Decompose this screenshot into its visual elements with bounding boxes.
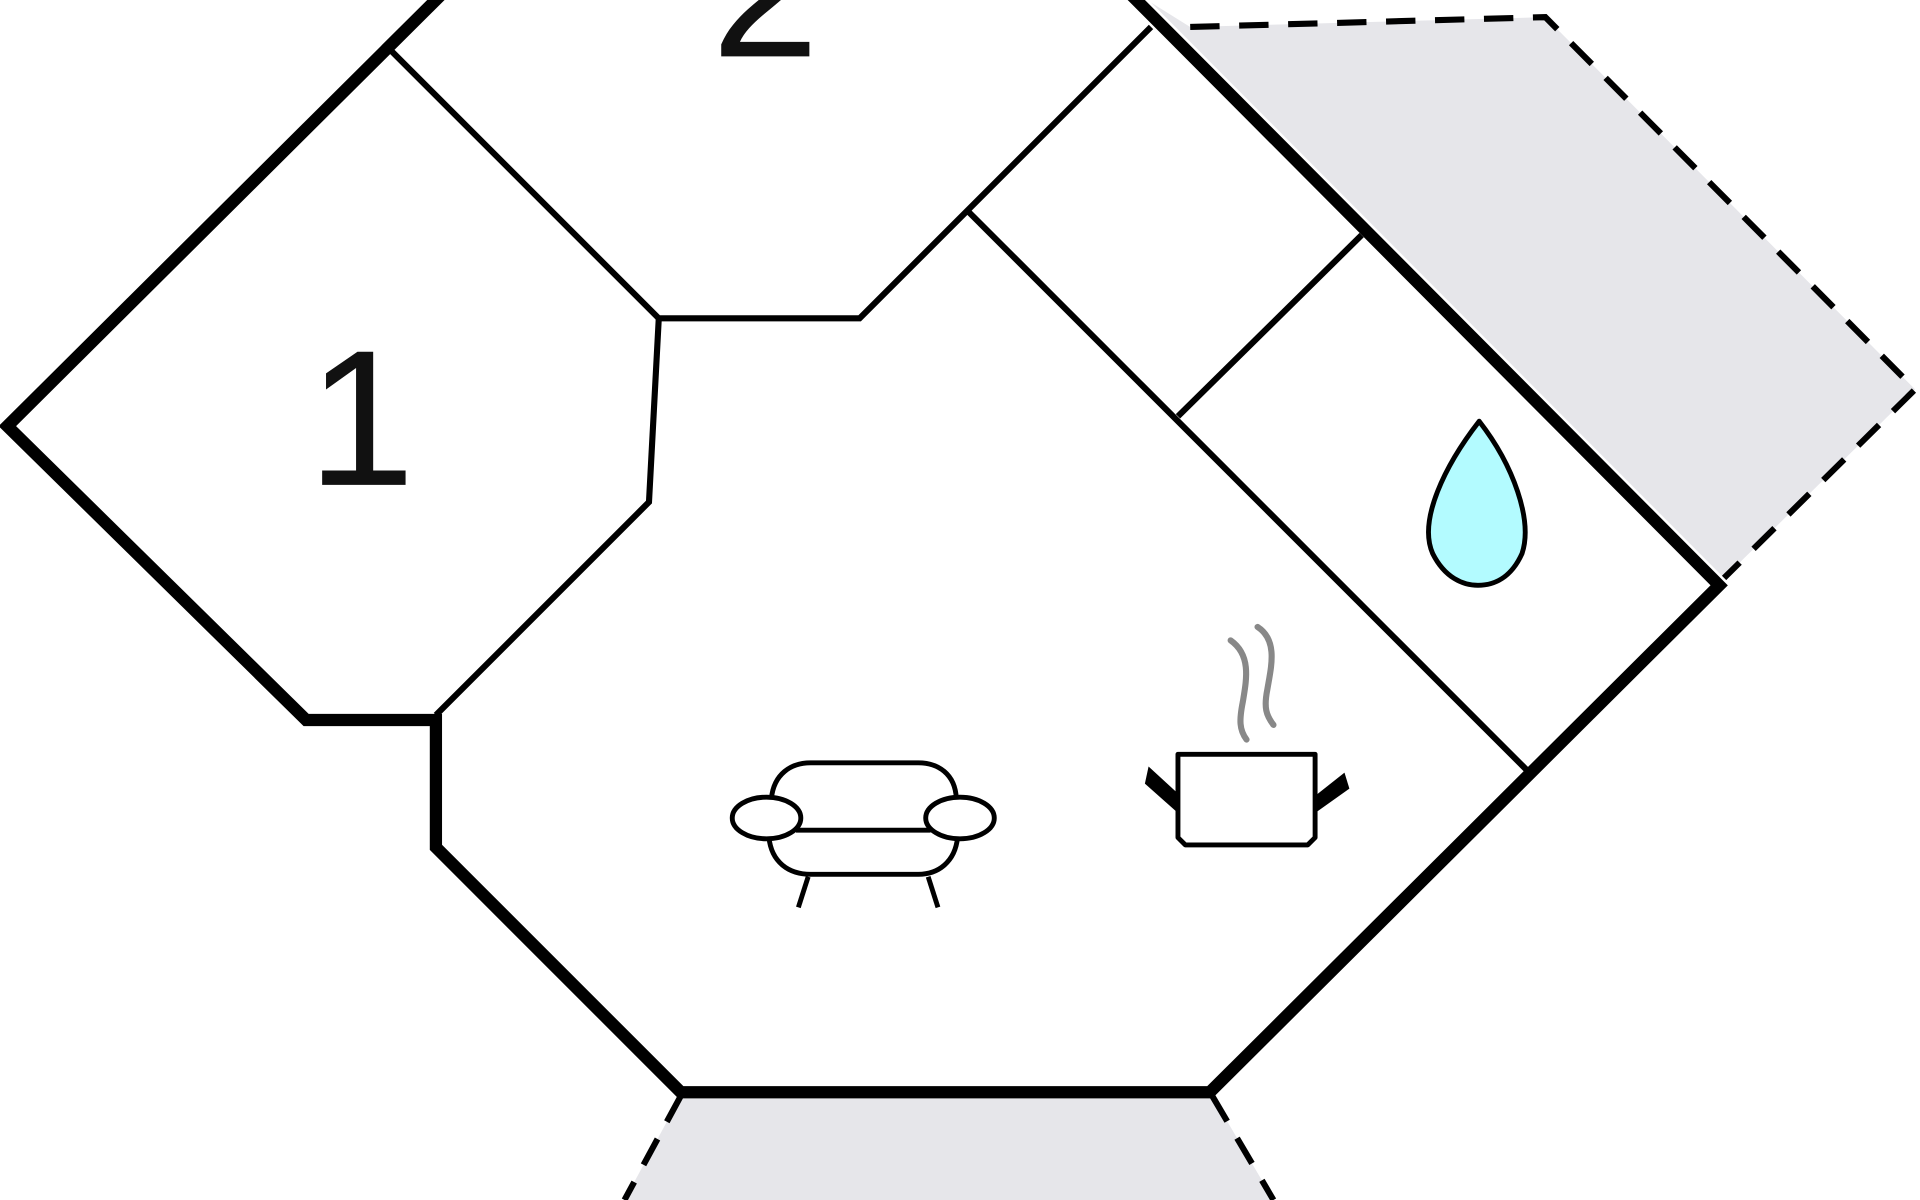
- water-drop-icon: [1426, 418, 1528, 588]
- sofa-icon: [729, 760, 997, 909]
- exterior-walls: [0, 0, 1728, 1099]
- room-1-label: 1: [307, 310, 415, 526]
- interior-walls: [389, 24, 1531, 774]
- terrace-bottom: [621, 1094, 1277, 1200]
- terrace-top-right: [1151, 2, 1920, 581]
- room-2-label: 2: [712, 0, 820, 97]
- cooking-pot-icon: [1144, 623, 1350, 848]
